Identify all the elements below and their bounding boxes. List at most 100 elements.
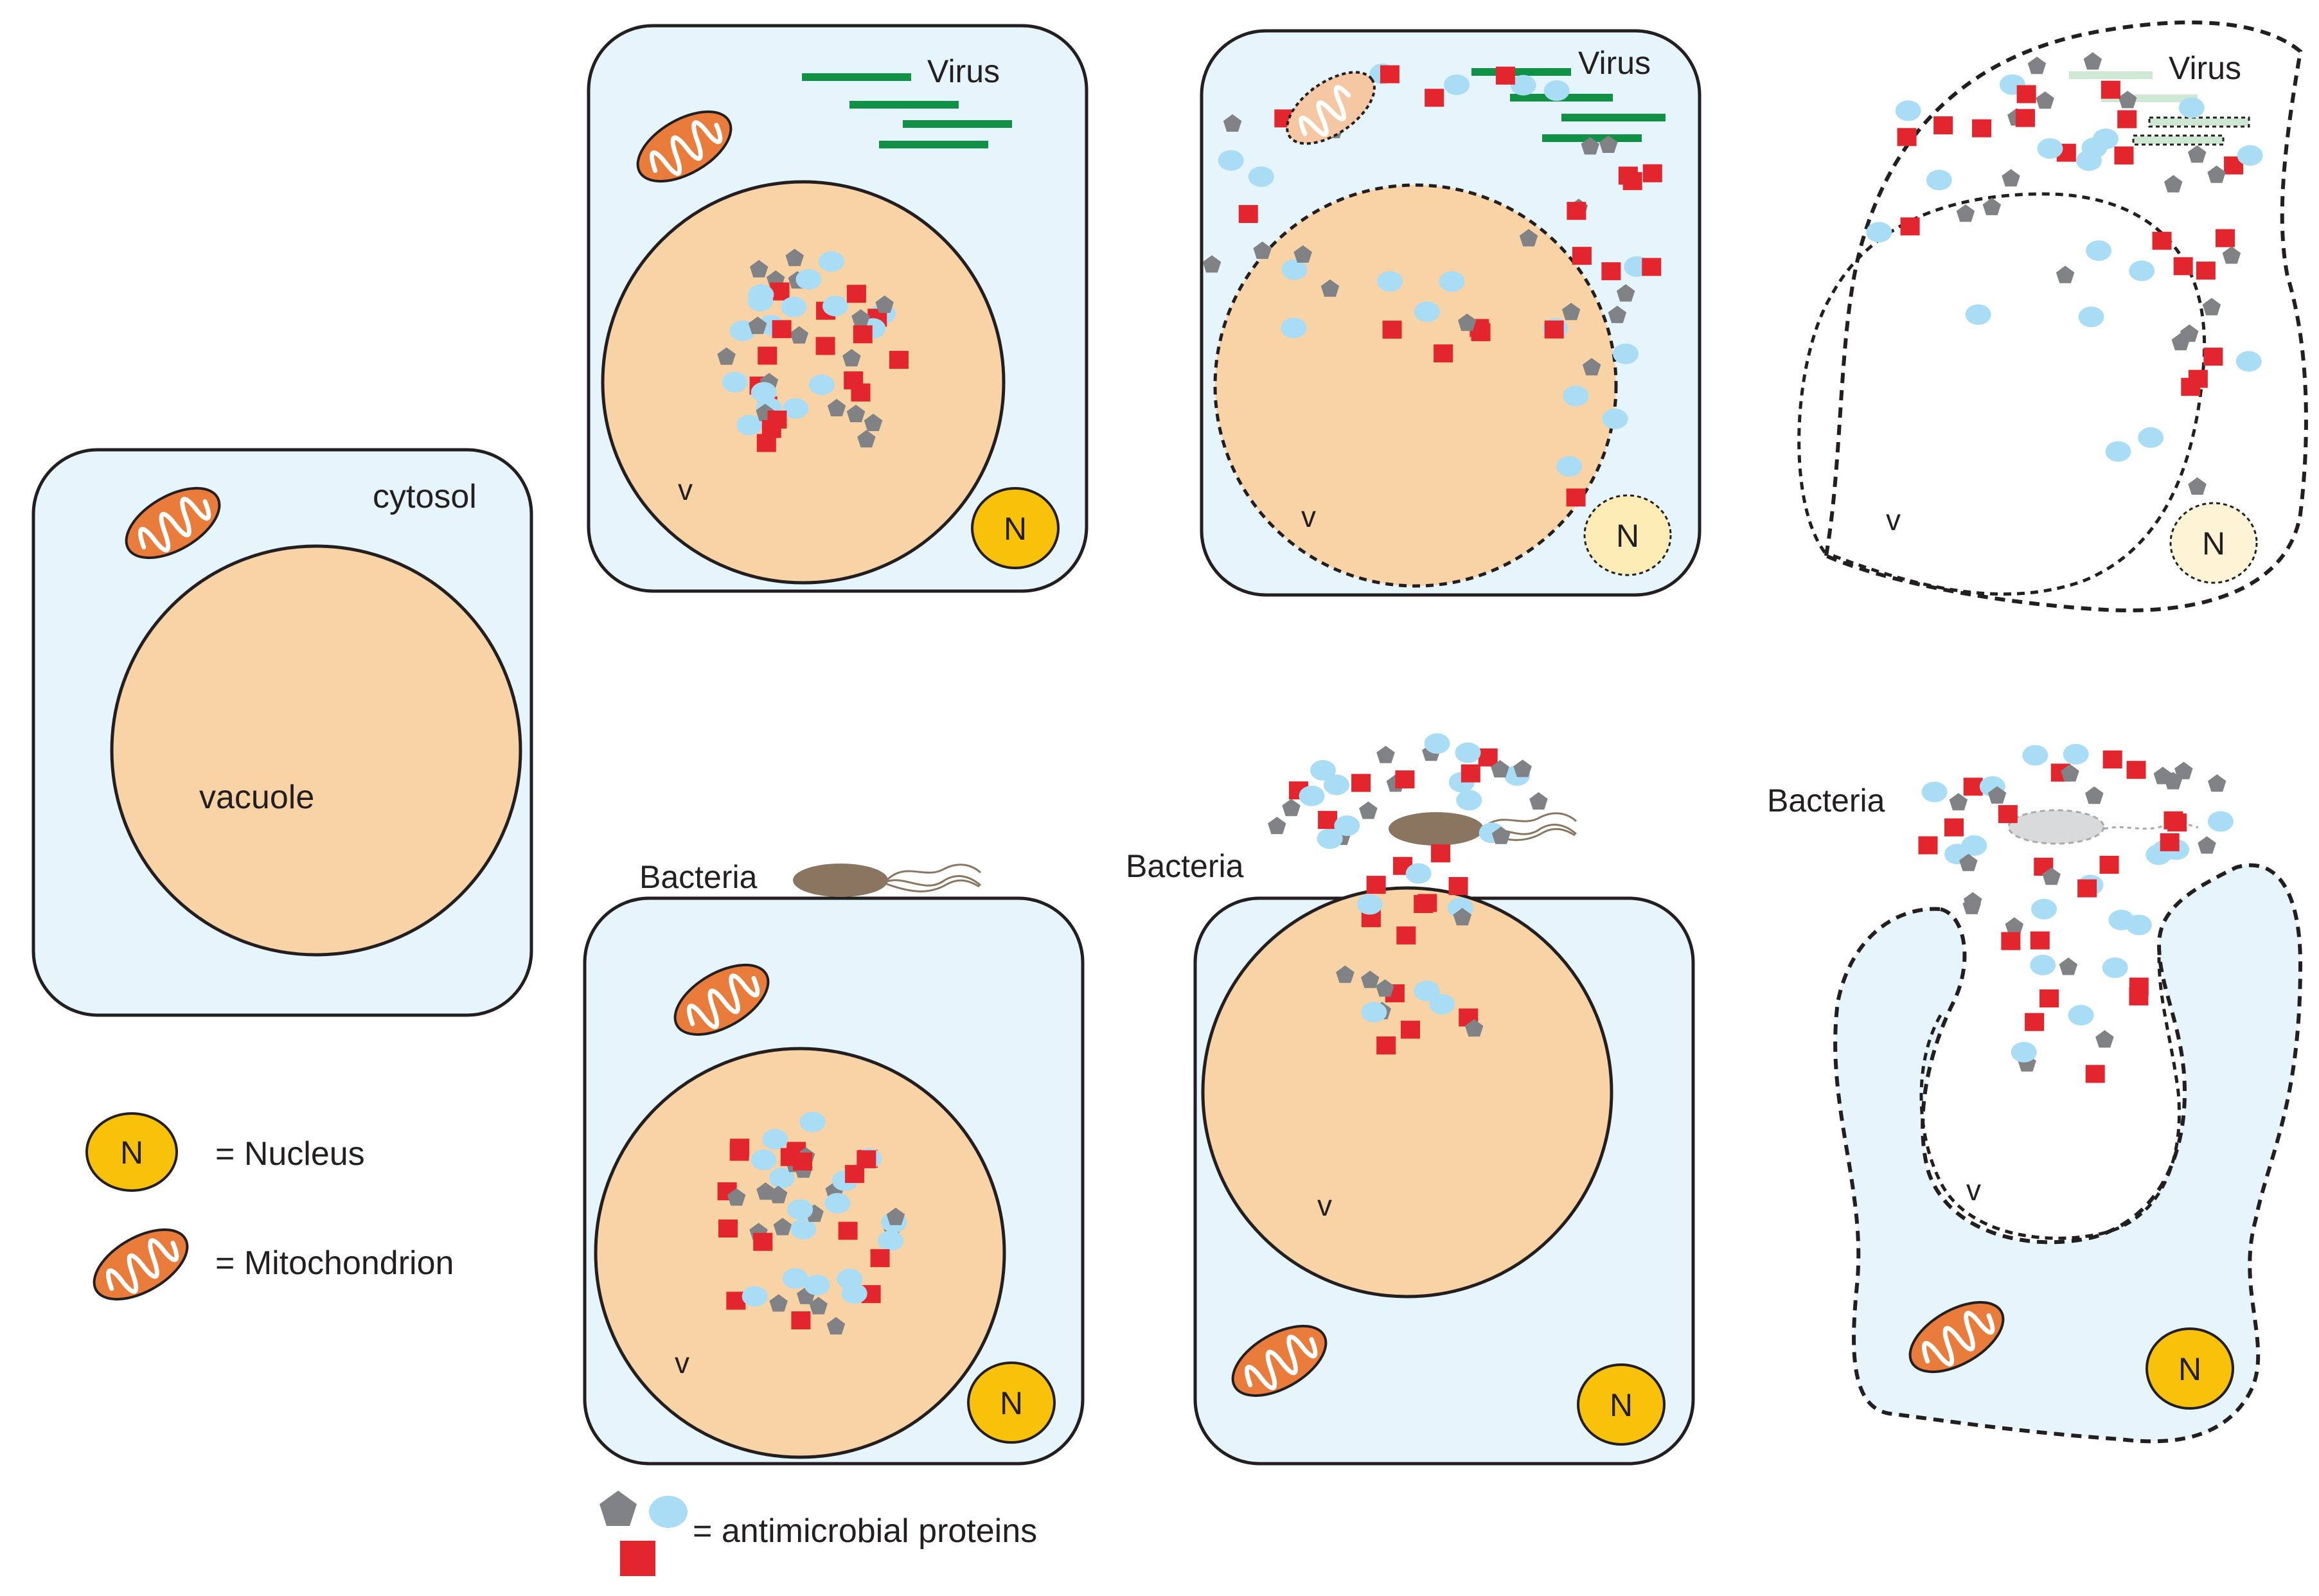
red-square-protein [845,1165,865,1184]
blue-oval-protein [1334,815,1360,837]
virus-label: Virus [1578,45,1651,81]
gray-pentagon-protein [2056,265,2075,283]
gray-pentagon-protein [1949,793,1968,811]
red-square-protein [1382,321,1402,339]
svg-text:N: N [1610,1387,1633,1423]
blue-oval-protein [824,1193,851,1214]
gray-pentagon-protein [1561,303,1581,321]
gray-pentagon-protein [2061,764,2079,782]
gray-pentagon-protein [1982,197,2002,215]
red-square-protein [1400,1020,1420,1039]
red-square-protein [1544,320,1564,339]
red-square-protein [870,1249,890,1268]
blue-oval-protein [1299,785,1325,806]
vacuole-label-short: v [1301,500,1316,533]
red-square-protein [2015,109,2035,127]
red-square-protein [753,1232,773,1251]
red-square-protein [1972,119,1992,137]
gray-pentagon-protein [2202,297,2221,315]
virus-label: Virus [927,53,1000,89]
vacuole [594,1047,1006,1459]
legend-nucleus: N = Nucleus [85,1112,365,1192]
red-square-protein [1963,777,1983,796]
blue-oval-protein [2235,351,2262,372]
gray-pentagon-protein [2208,774,2226,792]
blue-oval-protein [781,296,807,317]
red-square-protein [1897,128,1917,146]
gray-pentagon-protein [1529,792,1548,810]
blue-oval-protein [2237,145,2263,166]
bacteria-label: Bacteria [1126,848,1244,884]
blue-oval-protein [747,290,774,312]
blue-oval-protein [878,1230,904,1252]
red-square-protein [1396,926,1416,944]
red-square-protein [1566,488,1586,507]
red-square-protein [1376,1036,1396,1055]
legend: N = Nucleus = Mitochondrion = antimicrob… [83,1112,1037,1576]
gray-pentagon-protein [1962,896,1981,914]
vacuole [110,544,522,957]
red-square-protein [1395,770,1415,789]
gray-pentagon-protein [1376,745,1395,763]
gray-pentagon-protein [1293,245,1312,263]
gray-pentagon-protein [2002,169,2020,187]
legend-antimicrobial-proteins: = antimicrobial proteins [600,1491,1037,1576]
gray-pentagon-protein [826,1317,846,1334]
red-square-protein [851,383,871,402]
bacteria-label: Bacteria [1767,783,1885,819]
svg-text:N: N [2178,1351,2201,1387]
gray-pentagon-protein [717,347,736,365]
blue-oval-protein [1323,774,1349,795]
lysed-flagellum [2104,822,2199,830]
blue-oval-protein [1429,993,1455,1015]
red-square-protein-icon [620,1541,655,1576]
svg-text:N: N [1004,511,1027,547]
gray-pentagon-protein [827,398,846,416]
red-square-protein [1900,217,1920,236]
blue-oval-protein [1405,863,1432,884]
red-square-protein [1366,876,1386,894]
svg-text:N: N [2202,526,2225,562]
vacuole [601,180,1006,585]
gray-pentagon-protein [1361,970,1380,988]
red-square-protein [2215,229,2235,247]
red-square-protein [758,346,777,365]
gray-pentagon-protein [1202,255,1222,273]
blue-oval-protein [722,371,748,393]
red-square-protein [1642,258,1662,276]
gray-pentagon-protein [2188,145,2207,163]
gray-pentagon-protein [1956,204,1975,222]
gray-pentagon-protein [2095,1030,2114,1048]
red-square-protein [2181,378,2201,396]
gray-pentagon-protein [785,249,804,267]
blue-oval-protein [1444,74,1470,95]
red-square-protein [718,1219,738,1238]
red-square-protein [2114,146,2134,164]
gray-pentagon-protein [2059,957,2078,975]
blue-oval-protein [1361,1002,1387,1023]
vacuole-label-short: v [678,473,693,506]
vacuole-label-short: v [1966,1173,1981,1207]
red-square-protein [729,1142,749,1161]
gray-pentagon-protein [2188,477,2207,495]
gray-pentagon-protein [727,1188,746,1206]
lysed-bacterium [2007,809,2105,845]
gray-pentagon-protein [1599,135,1618,153]
blue-oval-protein [2207,811,2234,832]
gray-pentagon-protein-icon [600,1491,637,1526]
gray-pentagon-protein [2198,836,2216,854]
red-square-protein [2101,80,2120,99]
red-square-protein [772,320,792,339]
vacuole [1213,183,1618,588]
red-square-protein [853,325,873,344]
blue-oval-protein [742,1286,768,1307]
gray-pentagon-protein [2164,175,2183,193]
vacuole-label-short: v [1317,1189,1332,1222]
red-square-protein [1601,262,1621,281]
blue-oval-protein [1455,742,1481,763]
blue-oval-protein [1439,271,1465,292]
gray-pentagon-protein [1336,965,1355,983]
blue-oval-protein [787,1199,813,1220]
red-square-protein [1572,247,1592,265]
virus-label: Virus [2169,50,2241,86]
